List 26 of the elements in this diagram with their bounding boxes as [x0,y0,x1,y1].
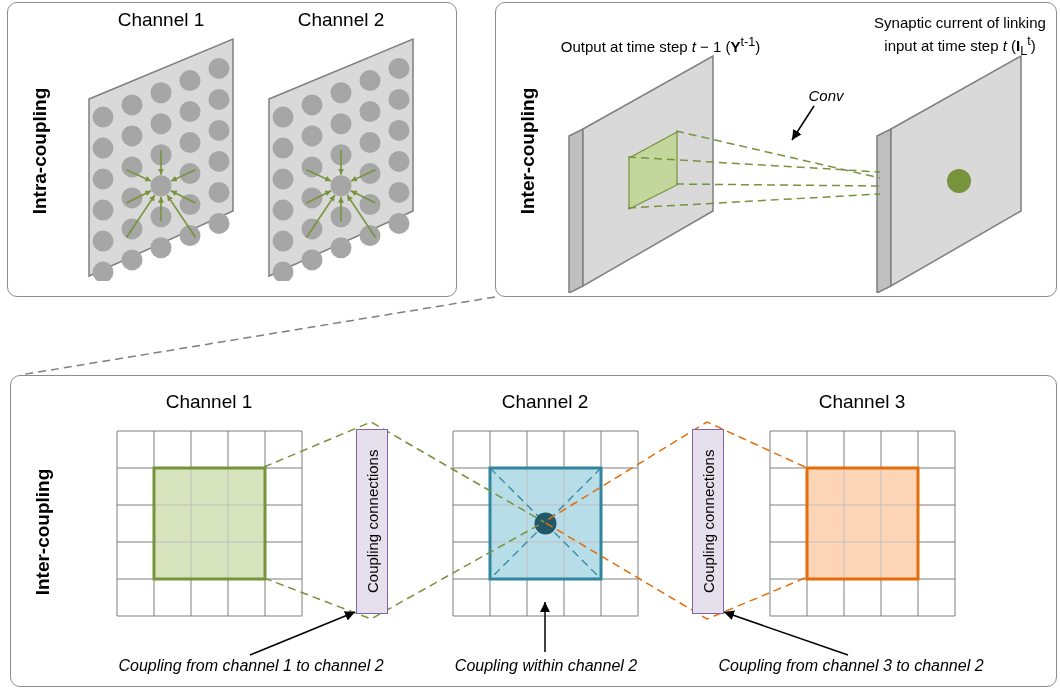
channel-heading: Channel 1 [164,391,254,413]
coupling-bar: Coupling connections [692,429,724,614]
panel-title: Intra-coupling [29,87,51,214]
dashed-connector [543,521,806,620]
channel-heading: Synaptic current of linking input at time step t (I$_{L}$$^{t}$) [873,13,1047,60]
panel-title: Inter-coupling [32,468,54,596]
channel-heading: Channel 2 [296,9,386,31]
operation-label: Conv [801,83,851,107]
arrow [540,601,550,653]
dashed-connector [675,130,881,179]
annotation-text: Coupling within channel 2 [431,653,661,679]
panel-title: Inter-coupling [517,87,539,214]
channel-heading: Channel 1 [116,9,206,31]
leader-line [791,105,815,141]
coupling-bar: Coupling connections [356,429,388,614]
annotation-text: Coupling from channel 1 to channel 2 [71,653,431,679]
dashed-connector [263,421,545,523]
dashed-connector [263,521,545,620]
channel-heading: Output at time step t − 1 (Y$^{t-1}$) [559,34,762,56]
panel-frame [10,375,1057,687]
annotation-text: Coupling from channel 3 to channel 2 [671,653,1031,679]
dashed-connector [675,183,881,187]
arrow [723,610,849,656]
arrow [249,611,356,656]
channel-heading: Channel 3 [817,391,907,413]
channel-heading: Channel 2 [500,391,590,413]
